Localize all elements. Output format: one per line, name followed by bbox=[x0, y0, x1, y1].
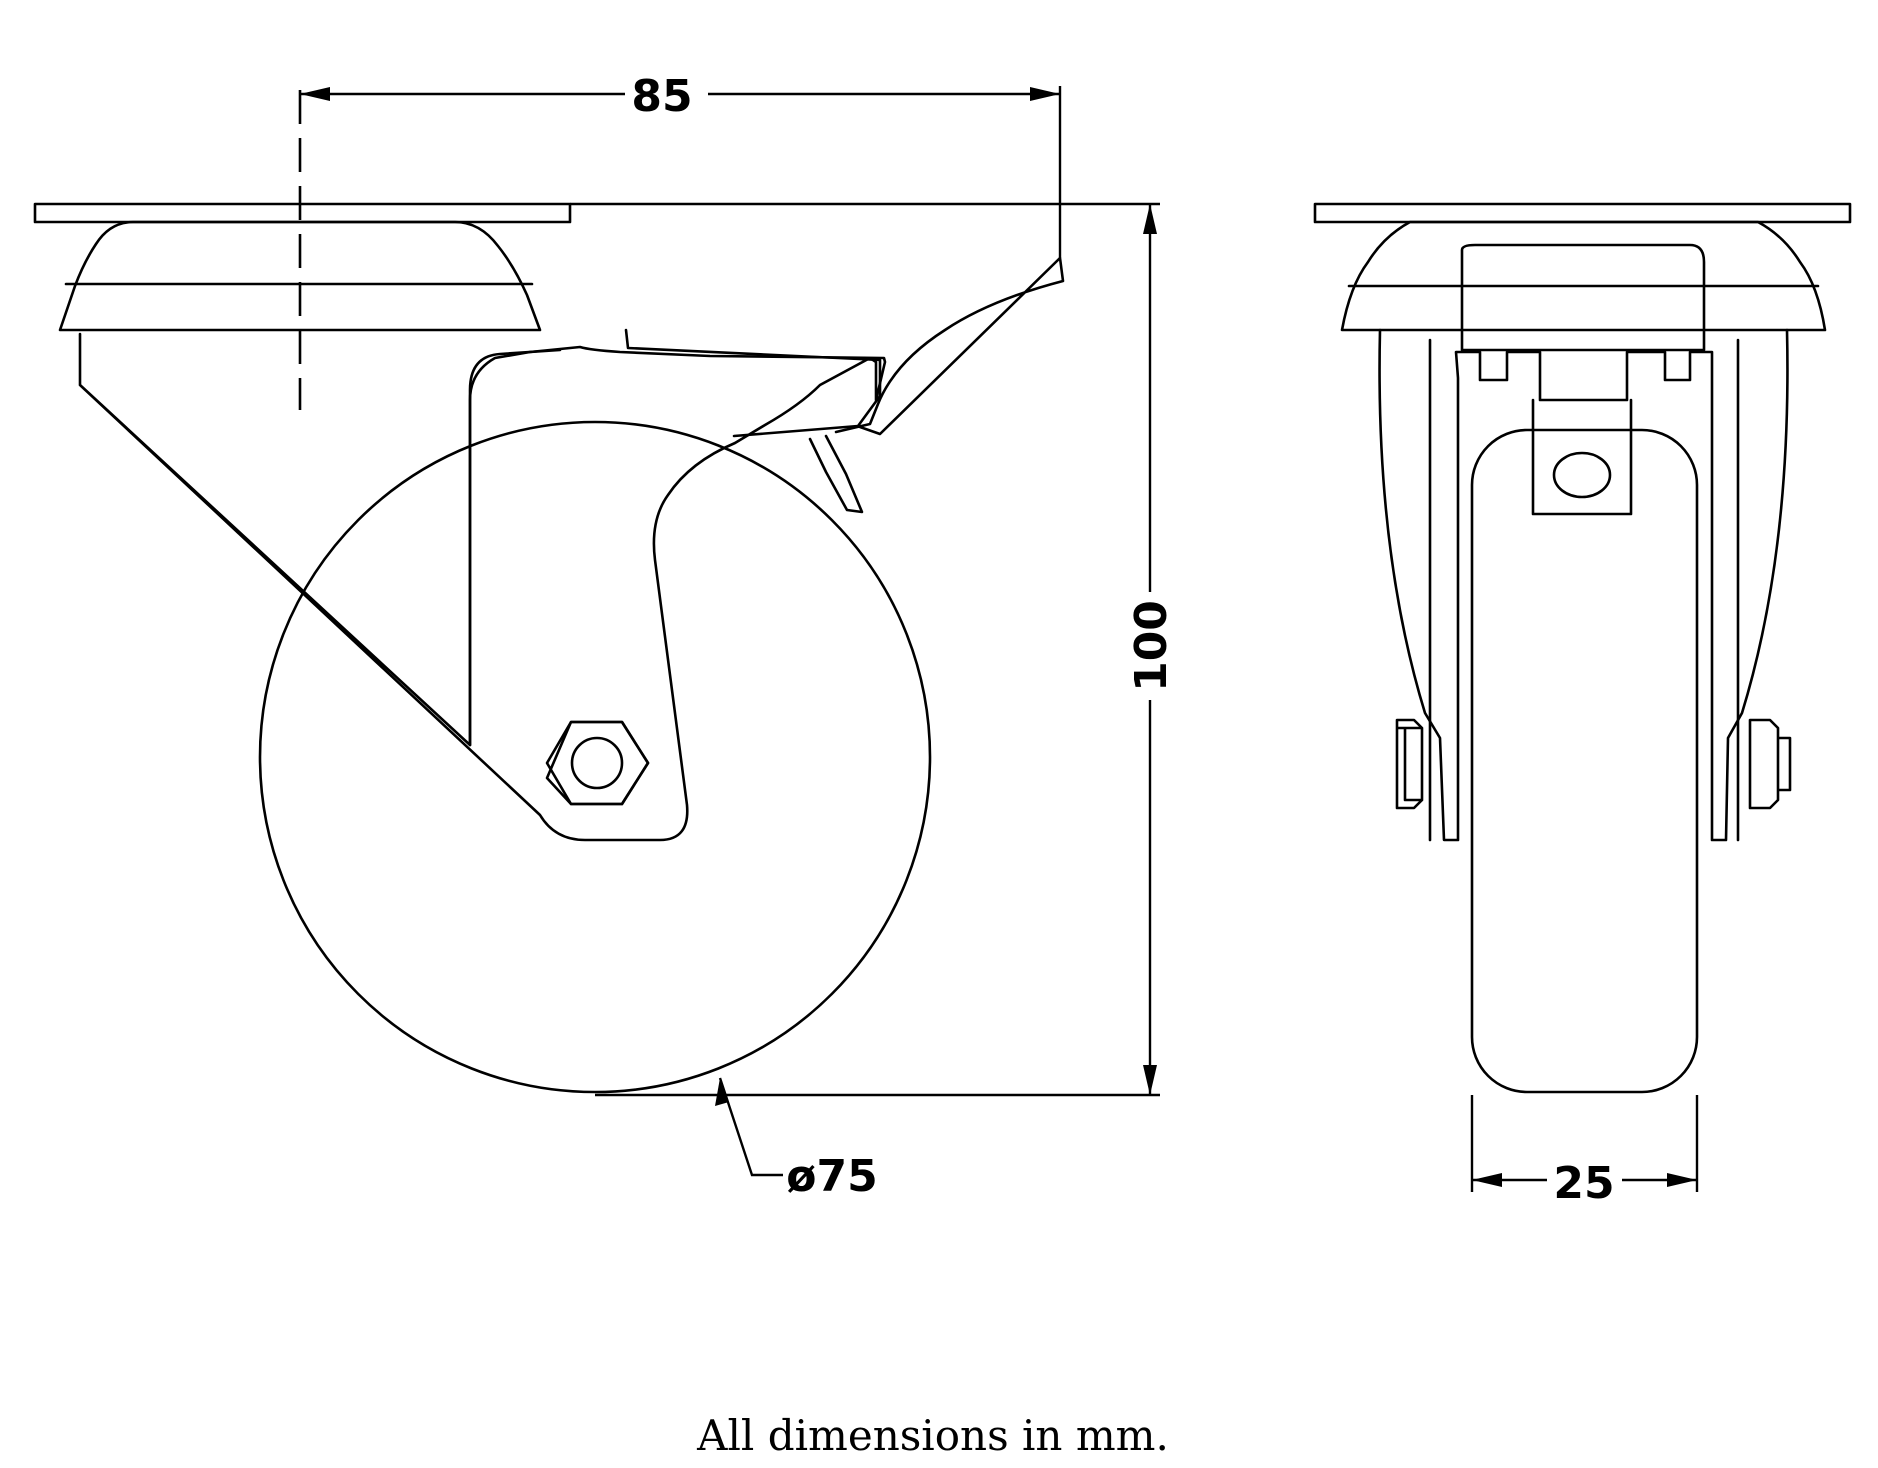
front-wheel bbox=[1470, 428, 1699, 1094]
front-top-plate bbox=[1313, 202, 1852, 224]
side-swivel-housing bbox=[58, 220, 542, 332]
dimension-width: 85 bbox=[298, 71, 1062, 410]
front-fork bbox=[1378, 328, 1789, 842]
front-view bbox=[1313, 202, 1852, 1094]
side-top-plate bbox=[33, 202, 572, 224]
side-fork bbox=[78, 332, 887, 842]
front-axle-nut-left bbox=[1395, 718, 1424, 810]
front-axle-nut-right bbox=[1748, 718, 1792, 810]
dimension-label-height: 100 bbox=[1126, 600, 1177, 692]
dimension-label-diameter: ø75 bbox=[786, 1151, 877, 1202]
dimension-height: 100 bbox=[570, 202, 1177, 1097]
side-hex-nut bbox=[545, 720, 650, 806]
side-brake-lever bbox=[834, 256, 1065, 436]
dimension-wheel-width: 25 bbox=[1470, 1095, 1699, 1209]
dimension-label-wheel-width: 25 bbox=[1553, 1158, 1614, 1209]
dimension-wheel-diameter: ø75 bbox=[715, 1077, 878, 1202]
caption: All dimensions in mm. bbox=[696, 1411, 1169, 1460]
dimension-label-width: 85 bbox=[631, 71, 692, 122]
front-swivel-housing bbox=[1340, 220, 1827, 332]
side-view bbox=[33, 202, 1065, 1094]
side-wheel bbox=[258, 420, 932, 1094]
